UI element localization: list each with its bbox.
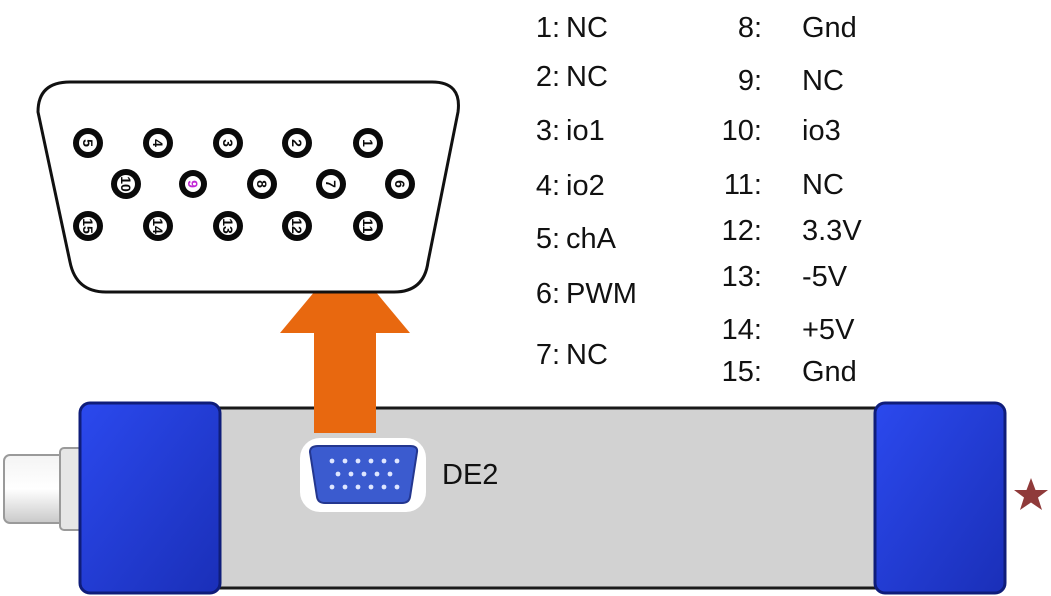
pin-signal: io2 xyxy=(566,170,605,202)
pinout-row: 9: NC xyxy=(738,65,844,97)
pin-number: 6: xyxy=(536,278,560,310)
pinout-row: 7:NC xyxy=(536,339,608,371)
pin-number-label: 11 xyxy=(360,219,376,234)
pin-number: 13: xyxy=(722,261,762,293)
pinout-row: 6:PWM xyxy=(536,278,637,310)
pinout-row: 2:NC xyxy=(536,61,608,93)
pinout-row: 13: -5V xyxy=(722,261,848,293)
pin-signal: Gnd xyxy=(802,12,857,44)
pin-number: 1: xyxy=(536,12,560,44)
pin-number-label: 7 xyxy=(323,180,339,188)
pin-14: 14 xyxy=(143,211,173,241)
pin-signal: PWM xyxy=(566,278,637,310)
pin-7: 7 xyxy=(316,169,346,199)
pin-signal: io3 xyxy=(802,115,841,147)
pin-number-label: 4 xyxy=(150,139,166,147)
pin-number: 4: xyxy=(536,170,560,202)
pin-number-label: 12 xyxy=(289,218,305,234)
board xyxy=(78,401,1007,595)
pin-signal: NC xyxy=(802,65,844,97)
pin-12: 12 xyxy=(282,211,312,241)
pin-number: 15: xyxy=(722,356,762,388)
pinout-right-column: 8:Gnd9:NC10:io311:NC12:3.3V13:-5V14:+5V1… xyxy=(722,12,863,388)
pin-13: 13 xyxy=(213,211,243,241)
pin-signal: NC xyxy=(566,61,608,93)
pin-3: 3 xyxy=(213,128,243,158)
pin-number: 7: xyxy=(536,339,560,371)
pinout-row: 5:chA xyxy=(536,223,617,255)
pin-5: 5 xyxy=(73,128,103,158)
pin-number-label: 15 xyxy=(80,218,96,234)
vga-connector-on-board xyxy=(300,438,426,512)
pin-signal: -5V xyxy=(802,261,848,293)
pin-1: 1 xyxy=(353,128,383,158)
pin-signal: Gnd xyxy=(802,356,857,388)
pin-number-label: 6 xyxy=(392,180,408,188)
pin-number-label: 5 xyxy=(80,139,96,147)
board-body xyxy=(148,406,952,590)
pin-signal: io1 xyxy=(566,115,605,147)
pin-number-label: 9 xyxy=(185,180,201,188)
pinout-row: 4:io2 xyxy=(536,170,605,202)
pin-signal: NC xyxy=(802,169,844,201)
pin-11: 11 xyxy=(353,211,383,241)
pin-signal: 3.3V xyxy=(802,215,862,247)
pin-number-label: 14 xyxy=(150,218,166,234)
pin-number-label: 10 xyxy=(118,176,134,192)
pinout-row: 10: io3 xyxy=(722,115,841,147)
pinout-row: 11: NC xyxy=(724,169,844,201)
pin-number: 9: xyxy=(738,65,762,97)
pin-number: 11: xyxy=(724,169,762,201)
vga-pin-face: 5 4 3 2 1 10 9 8 7 6 15 14 13 12 11 xyxy=(36,80,460,294)
pin-signal: NC xyxy=(566,339,608,371)
pin-2: 2 xyxy=(282,128,312,158)
pin-number: 3: xyxy=(536,115,560,147)
pinout-row: 14: +5V xyxy=(722,314,855,346)
pin-number-label: 3 xyxy=(220,139,236,147)
connector-label: DE2 xyxy=(442,459,498,491)
pinout-row: 12: 3.3V xyxy=(722,215,863,247)
bnc-connector xyxy=(3,447,85,531)
pin-6: 6 xyxy=(385,169,415,199)
board-left-cap xyxy=(78,401,222,595)
pin-number: 10: xyxy=(722,115,762,147)
pin-9: 9 xyxy=(179,170,207,198)
pin-signal: chA xyxy=(566,223,617,255)
pin-number-label: 1 xyxy=(360,139,376,147)
pin-number-label: 13 xyxy=(220,218,236,234)
pin-number: 12: xyxy=(722,215,762,247)
pinout-row: 3:io1 xyxy=(536,115,605,147)
pinout-row: 8: Gnd xyxy=(738,12,857,44)
pin-number: 2: xyxy=(536,61,560,93)
pin-number: 5: xyxy=(536,223,560,255)
pinout-row: 1:NC xyxy=(536,12,608,44)
board-right-cap xyxy=(873,401,1007,595)
pin-4: 4 xyxy=(143,128,173,158)
arrow-up-icon xyxy=(280,255,410,433)
pin-8: 8 xyxy=(247,169,277,199)
pin-signal: NC xyxy=(566,12,608,44)
pin-number-label: 8 xyxy=(254,180,270,188)
pinout-row: 15: Gnd xyxy=(722,356,857,388)
star-icon xyxy=(1014,478,1048,510)
pin-15: 15 xyxy=(73,211,103,241)
pin-number: 8: xyxy=(738,12,762,44)
pin-number: 14: xyxy=(722,314,762,346)
pin-signal: +5V xyxy=(802,314,855,346)
pin-10: 10 xyxy=(111,169,141,199)
pin-number-label: 2 xyxy=(289,139,305,147)
